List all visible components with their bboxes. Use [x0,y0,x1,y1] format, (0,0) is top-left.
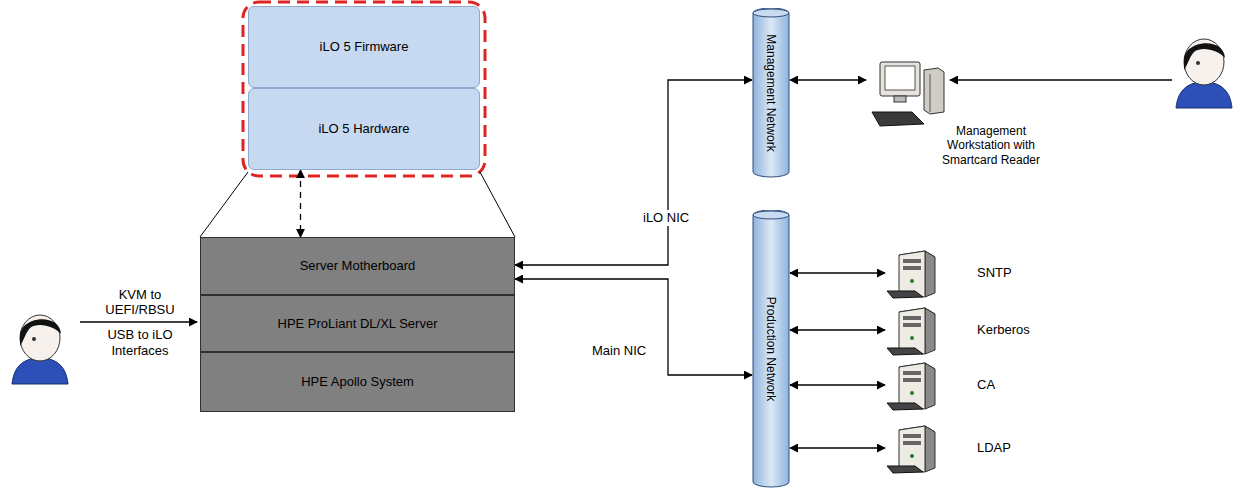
access-arrow [950,79,1172,80]
cylinder-body [753,8,789,177]
server-node: Kerberos [885,304,1035,356]
network-connector [515,279,752,375]
server-icon [885,359,941,411]
person-eye [1196,61,1200,65]
server-node: CA [885,359,1035,411]
person-icon [12,315,68,384]
person-face [20,315,60,361]
node-label: Server Motherboard [300,258,416,274]
server-side [925,426,935,472]
node-label: Management Network [764,34,778,151]
server-side [925,251,935,297]
drive-bay [903,259,921,263]
drive-bay [903,434,921,438]
firmware-box: iLO 5 Firmware [248,6,480,88]
node-label: iLO 5 Hardware [318,121,409,137]
drive-bay [903,441,921,445]
network-connector [790,79,866,80]
node-label: SNTP [977,265,1012,281]
network-cylinder: Management Network [752,8,790,178]
drive-bay [903,323,921,327]
server-icon [885,247,941,299]
server-side [925,308,935,354]
interface-label: KVM to UEFI/RBSU [94,287,186,318]
keyboard [887,403,923,410]
network-connector [790,329,885,330]
person-body [12,358,68,384]
node-label: LDAP [977,440,1011,456]
workstation-node: Management Workstation with Smartcard Re… [866,52,1048,192]
node-label: Kerberos [977,322,1030,338]
power-led [910,391,914,395]
drive-bay [903,266,921,270]
server-box: HPE ProLiant DL/XL Server [200,295,515,352]
bracket-line [200,172,248,237]
monitor-frame [880,62,920,96]
power-led [910,454,914,458]
node-label: Production Network [764,297,778,402]
keyboard [887,466,923,473]
person-body [1176,82,1232,108]
system-box: HPE Apollo System [200,352,515,412]
node-label: CA [977,377,995,393]
connector-label: Main NIC [590,343,648,359]
workstation-icon [866,56,948,130]
server-front [899,308,925,354]
network-connector [515,80,752,265]
server-icon [885,304,941,356]
server-icon [885,422,941,474]
server-node: LDAP [885,422,1035,474]
server-front [899,251,925,297]
power-led [910,336,914,340]
network-connector [300,170,301,237]
pc-tower [924,68,944,114]
network-cylinder: Production Network [752,210,790,488]
node-label: HPE Apollo System [301,374,414,390]
drive-bay [903,371,921,375]
person-hair [1184,43,1225,70]
cylinder-top [753,9,789,17]
keyboard [887,291,923,298]
person-hair [20,319,61,346]
node-label: HPE ProLiant DL/XL Server [278,316,438,332]
person-face [1184,39,1224,85]
person-eye [32,337,36,341]
network-connector [790,447,885,448]
node-label: Management Workstation with Smartcard Re… [938,124,1044,167]
cylinder-top [753,211,789,219]
person-icon [1176,39,1232,108]
power-led [910,279,914,283]
ilo-group-outline [243,2,485,176]
drive-bay [903,378,921,382]
server-node: SNTP [885,247,1035,299]
keyboard [872,112,924,126]
server-front [899,426,925,472]
hardware-box: iLO 5 Hardware [248,88,480,170]
drive-bay [903,316,921,320]
interface-label: USB to iLO Interfaces [94,327,186,358]
node-label: iLO 5 Firmware [320,39,409,55]
cylinder-body [753,210,789,487]
keyboard [887,348,923,355]
network-connector [790,384,885,385]
monitor-screen [885,66,915,90]
bracket-line [480,172,515,237]
server-front [899,363,925,409]
motherboard-box: Server Motherboard [200,237,515,295]
tower-edge [930,74,931,112]
access-arrow [80,321,197,322]
server-side [925,363,935,409]
network-connector [790,272,885,273]
monitor-stand [894,96,906,102]
connector-label: iLO NIC [641,210,691,226]
